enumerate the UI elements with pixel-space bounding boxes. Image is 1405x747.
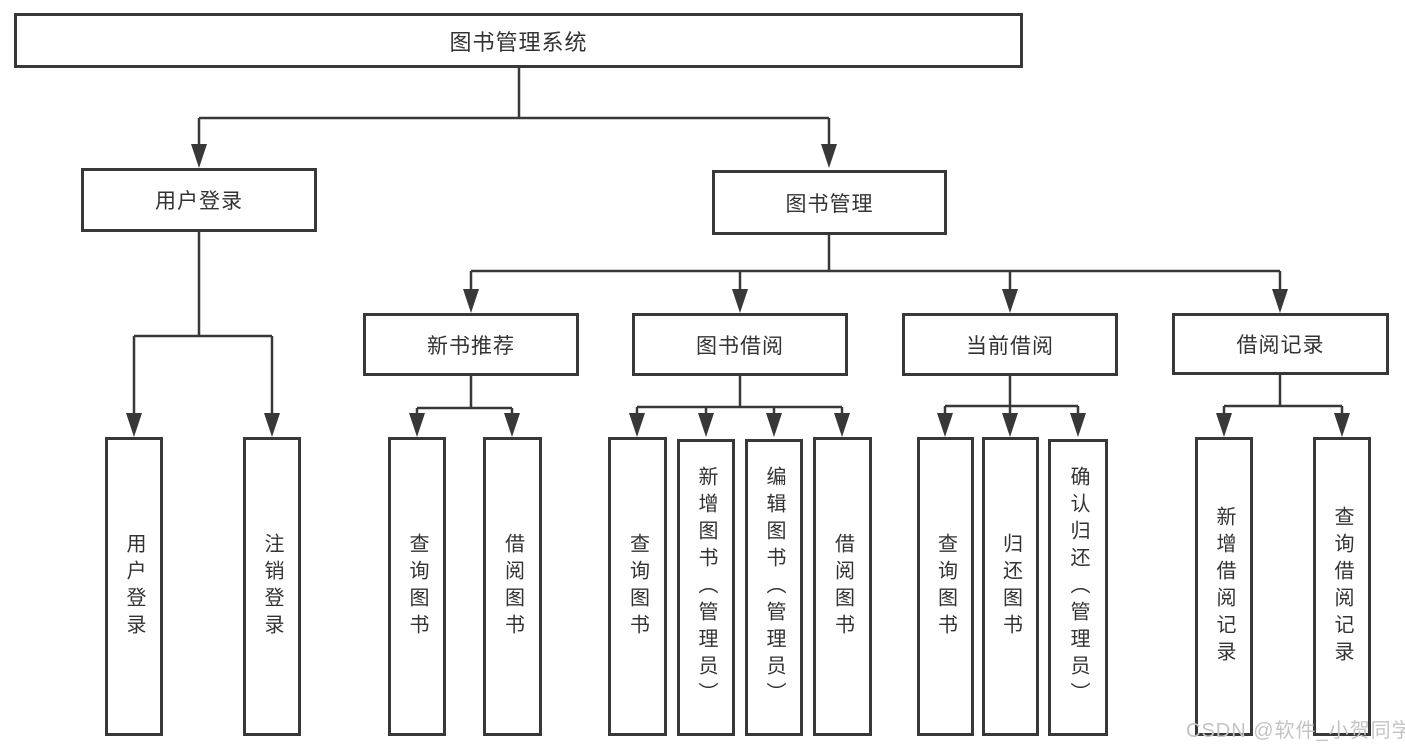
arrowheads	[126, 144, 1350, 437]
node-book-borrowing: 图书借阅	[632, 313, 848, 376]
leaf-user-login: 用户登录	[105, 437, 163, 736]
leaf-bb-edit-books-admin: 编辑图书（管理员）	[745, 439, 803, 736]
leaf-br-query-record: 查询借阅记录	[1313, 437, 1371, 736]
leaf-cb-query-books: 查询图书	[917, 437, 974, 736]
node-book-management: 图书管理	[712, 170, 947, 235]
leaf-br-add-record: 新增借阅记录	[1195, 437, 1253, 736]
node-book-management-system: 图书管理系统	[14, 13, 1023, 68]
node-user-login: 用户登录	[81, 168, 317, 232]
leaf-bb-borrow-books: 借阅图书	[813, 437, 872, 736]
csdn-watermark: CSDN @软件_小贺同学	[1186, 720, 1405, 742]
leaf-logout: 注销登录	[243, 437, 301, 736]
leaf-cb-return-books: 归还图书	[982, 437, 1039, 736]
leaf-bb-add-books-admin: 新增图书（管理员）	[677, 439, 735, 736]
node-new-book-recommend: 新书推荐	[363, 313, 579, 376]
node-current-borrowing: 当前借阅	[902, 313, 1118, 376]
leaf-nbr-query-books: 查询图书	[388, 437, 446, 736]
leaf-cb-confirm-return-admin: 确认归还（管理员）	[1048, 439, 1108, 736]
node-borrowing-records: 借阅记录	[1172, 313, 1389, 375]
leaf-nbr-borrow-books: 借阅图书	[483, 437, 542, 736]
leaf-bb-query-books: 查询图书	[608, 437, 667, 736]
